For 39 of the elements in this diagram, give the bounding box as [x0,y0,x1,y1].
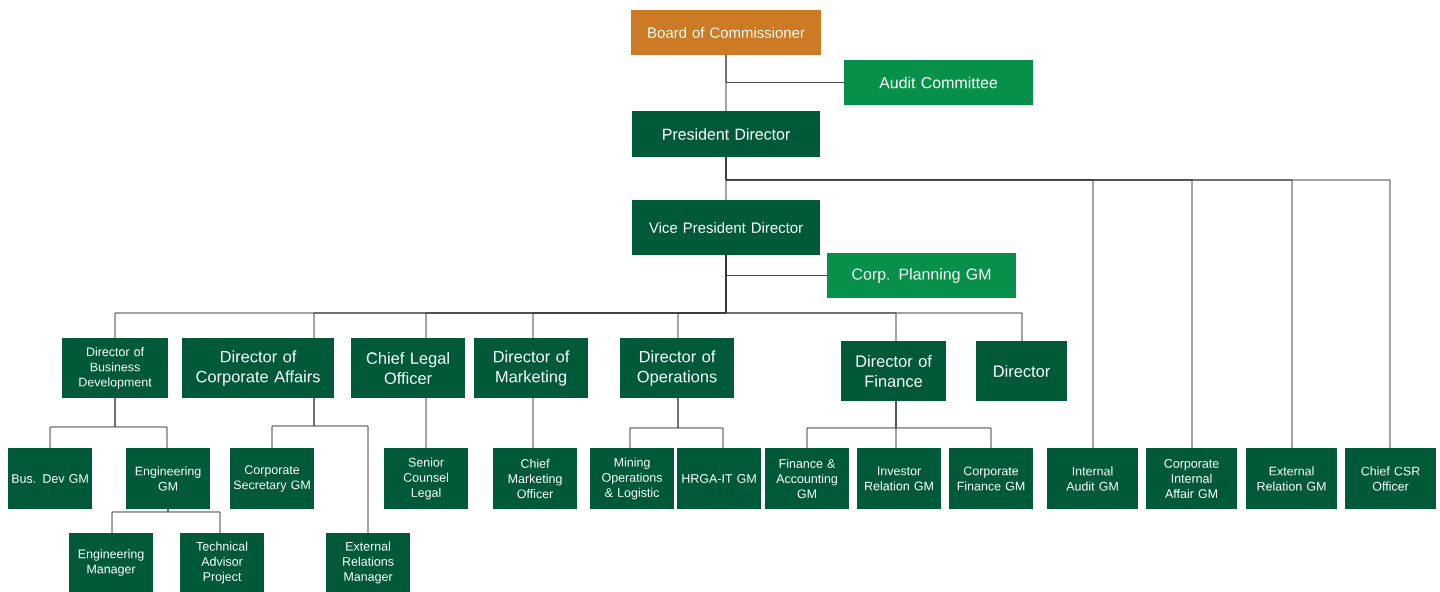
org-box: Director of Operations [620,338,734,398]
connector-line [167,508,221,534]
org-box: Audit Committee [844,60,1033,105]
org-box: President Director [632,111,820,157]
org-box: Investor Relation GM [857,448,941,509]
connector-line [114,397,168,449]
org-box: Director of Finance [841,341,946,401]
org-box: Chief Legal Officer [351,338,465,398]
org-box: Senior Counsel Legal [384,448,468,509]
org-box: Corporate Secretary GM [230,448,314,509]
org-box: Corp. Planning GM [827,253,1016,298]
org-box: Director [976,341,1067,401]
org-box: Mining Operations & Logistic [590,448,674,509]
org-box: Finance & Accounting GM [765,448,849,509]
connector-line [111,508,169,534]
org-box: Corporate Internal Affair GM [1146,448,1237,509]
org-box: External Relations Manager [326,533,410,592]
org-box: Director of Corporate Affairs [182,338,334,398]
org-box: Internal Audit GM [1047,448,1138,509]
org-box: Board of Commissioner [631,10,821,55]
org-box: Chief CSR Officer [1345,448,1436,509]
org-box: Technical Advisor Project [180,533,264,592]
connector-line [425,397,427,449]
connector-line [313,397,369,534]
org-box: Bus. Dev GM [8,448,92,509]
org-box: Vice President Director [632,200,820,255]
org-box: Chief Marketing Officer [493,448,577,509]
org-box: Director of Marketing [474,338,588,398]
org-box: Director of Business Development [62,338,168,398]
org-box: Engineering GM [126,448,210,509]
connector-line [895,400,992,449]
org-box: Engineering Manager [69,533,153,592]
org-box: Corporate Finance GM [949,448,1033,509]
connector-line [677,397,724,449]
org-box: HRGA-IT GM [677,448,761,509]
connector-line [532,397,534,449]
org-box: External Relation GM [1246,448,1337,509]
connector-line [725,54,845,83]
connector-line [725,254,1023,342]
